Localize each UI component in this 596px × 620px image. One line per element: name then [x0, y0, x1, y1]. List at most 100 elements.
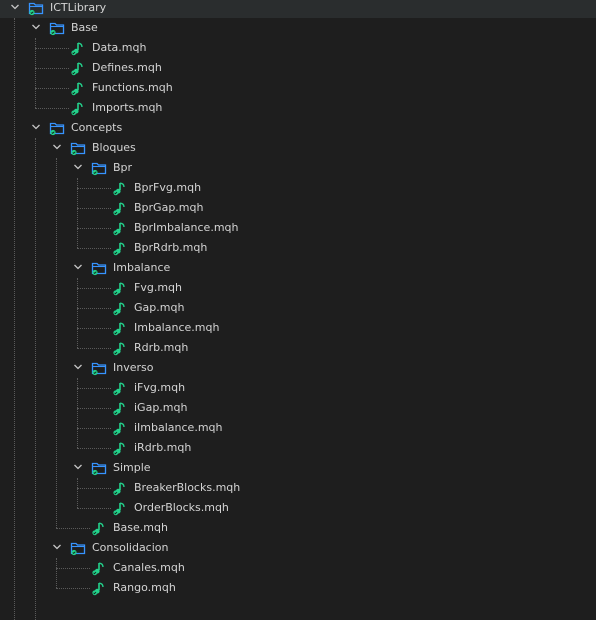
tree-item-label: BprGap.mqh	[134, 201, 204, 214]
chevron-down-icon[interactable]	[30, 21, 42, 33]
tree-item-label: Base.mqh	[113, 521, 168, 534]
mqh-file-icon	[91, 580, 107, 596]
tree-guide-stub	[77, 508, 111, 509]
tree-item-label: Functions.mqh	[92, 81, 173, 94]
folder-icon	[49, 120, 65, 136]
tree-guide-line	[35, 138, 36, 620]
chevron-down-icon[interactable]	[72, 461, 84, 473]
mqh-file-icon	[112, 200, 128, 216]
folder-icon	[70, 540, 86, 556]
tree-guide-stub	[77, 348, 111, 349]
tree-file-canales-mqh[interactable]: Canales.mqh	[0, 558, 596, 578]
tree-guide-stub	[77, 208, 111, 209]
tree-file-imbalance-mqh[interactable]: Imbalance.mqh	[0, 318, 596, 338]
tree-file-functions-mqh[interactable]: Functions.mqh	[0, 78, 596, 98]
tree-item-label: Data.mqh	[92, 41, 147, 54]
tree-file-bprimbalance-mqh[interactable]: BprImbalance.mqh	[0, 218, 596, 238]
tree-folder-bloques[interactable]: Bloques	[0, 138, 596, 158]
tree-file-ifvg-mqh[interactable]: iFvg.mqh	[0, 378, 596, 398]
tree-item-label: Imbalance.mqh	[134, 321, 220, 334]
mqh-file-icon	[112, 480, 128, 496]
tree-file-defines-mqh[interactable]: Defines.mqh	[0, 58, 596, 78]
tree-file-bprfvg-mqh[interactable]: BprFvg.mqh	[0, 178, 596, 198]
chevron-down-icon[interactable]	[30, 121, 42, 133]
tree-folder-ictlibrary[interactable]: ICTLibrary	[0, 0, 596, 18]
tree-item-label: iFvg.mqh	[134, 381, 186, 394]
chevron-down-icon[interactable]	[72, 361, 84, 373]
tree-file-base-mqh[interactable]: Base.mqh	[0, 518, 596, 538]
folder-icon	[91, 160, 107, 176]
tree-guide-stub	[77, 308, 111, 309]
mqh-file-icon	[112, 440, 128, 456]
tree-file-breakerblocks-mqh[interactable]: BreakerBlocks.mqh	[0, 478, 596, 498]
tree-folder-base[interactable]: Base	[0, 18, 596, 38]
tree-guide-stub	[35, 48, 69, 49]
tree-item-label: iImbalance.mqh	[134, 421, 223, 434]
mqh-file-icon	[112, 420, 128, 436]
tree-file-fvg-mqh[interactable]: Fvg.mqh	[0, 278, 596, 298]
mqh-file-icon	[112, 280, 128, 296]
tree-folder-inverso[interactable]: Inverso	[0, 358, 596, 378]
mqh-file-icon	[112, 340, 128, 356]
tree-item-label: Rango.mqh	[113, 581, 176, 594]
tree-item-label: BreakerBlocks.mqh	[134, 481, 241, 494]
folder-icon	[70, 140, 86, 156]
tree-guide-stub	[77, 328, 111, 329]
chevron-down-icon[interactable]	[51, 541, 63, 553]
tree-folder-imbalance[interactable]: Imbalance	[0, 258, 596, 278]
folder-icon	[91, 360, 107, 376]
tree-guide-line	[77, 178, 78, 248]
tree-guide-line	[77, 478, 78, 508]
tree-folder-consolidacion[interactable]: Consolidacion	[0, 538, 596, 558]
mqh-file-icon	[91, 520, 107, 536]
chevron-down-icon[interactable]	[72, 261, 84, 273]
tree-item-label: BprImbalance.mqh	[134, 221, 239, 234]
mqh-file-icon	[112, 220, 128, 236]
tree-guide-stub	[77, 408, 111, 409]
tree-file-imports-mqh[interactable]: Imports.mqh	[0, 98, 596, 118]
tree-guide-line	[14, 18, 15, 620]
tree-item-label: Inverso	[113, 361, 154, 374]
tree-file-bprgap-mqh[interactable]: BprGap.mqh	[0, 198, 596, 218]
tree-file-orderblocks-mqh[interactable]: OrderBlocks.mqh	[0, 498, 596, 518]
tree-guide-stub	[56, 588, 90, 589]
tree-guide-line	[77, 278, 78, 348]
mqh-file-icon	[70, 100, 86, 116]
chevron-down-icon[interactable]	[72, 161, 84, 173]
tree-file-igap-mqh[interactable]: iGap.mqh	[0, 398, 596, 418]
chevron-down-icon[interactable]	[9, 1, 21, 13]
tree-file-iimbalance-mqh[interactable]: iImbalance.mqh	[0, 418, 596, 438]
chevron-down-icon[interactable]	[51, 141, 63, 153]
mqh-file-icon	[112, 400, 128, 416]
tree-item-label: Canales.mqh	[113, 561, 185, 574]
mqh-file-icon	[70, 60, 86, 76]
mqh-file-icon	[112, 500, 128, 516]
tree-item-label: Imports.mqh	[92, 101, 163, 114]
tree-folder-concepts[interactable]: Concepts	[0, 118, 596, 138]
tree-guide-stub	[35, 68, 69, 69]
tree-folder-bpr[interactable]: Bpr	[0, 158, 596, 178]
tree-file-data-mqh[interactable]: Data.mqh	[0, 38, 596, 58]
tree-item-label: Bpr	[113, 161, 133, 174]
tree-guide-stub	[56, 528, 90, 529]
tree-item-label: Rdrb.mqh	[134, 341, 189, 354]
folder-icon	[91, 260, 107, 276]
tree-file-irdrb-mqh[interactable]: iRdrb.mqh	[0, 438, 596, 458]
mqh-file-icon	[112, 300, 128, 316]
tree-file-bprrdrb-mqh[interactable]: BprRdrb.mqh	[0, 238, 596, 258]
tree-guide-stub	[77, 388, 111, 389]
tree-file-rango-mqh[interactable]: Rango.mqh	[0, 578, 596, 598]
tree-file-rdrb-mqh[interactable]: Rdrb.mqh	[0, 338, 596, 358]
tree-guide-stub	[35, 88, 69, 89]
folder-icon	[49, 20, 65, 36]
tree-item-label: Consolidacion	[92, 541, 169, 554]
tree-item-label: BprRdrb.mqh	[134, 241, 208, 254]
tree-item-label: Imbalance	[113, 261, 171, 274]
tree-guide-line	[56, 558, 57, 588]
folder-icon	[28, 0, 44, 16]
tree-file-gap-mqh[interactable]: Gap.mqh	[0, 298, 596, 318]
tree-guide-stub	[35, 108, 69, 109]
mqh-file-icon	[70, 80, 86, 96]
tree-folder-simple[interactable]: Simple	[0, 458, 596, 478]
tree-item-label: Base	[71, 21, 98, 34]
